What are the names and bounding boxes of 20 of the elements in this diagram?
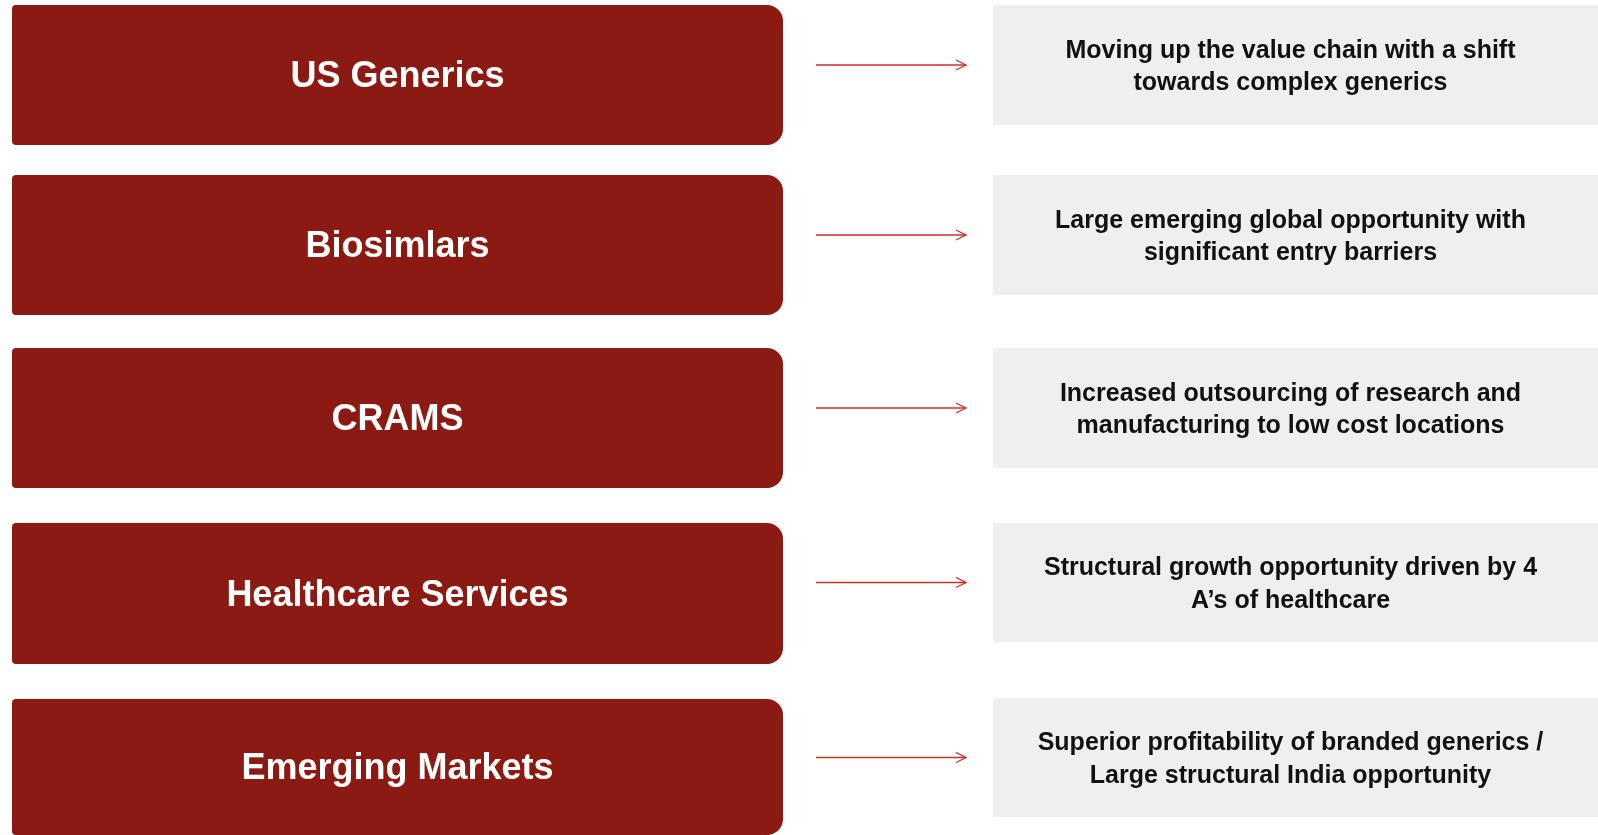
segment-title: CRAMS	[331, 397, 464, 439]
segment-title: Healthcare Services	[226, 572, 569, 615]
arrow	[815, 576, 967, 589]
arrow	[815, 59, 967, 71]
arrow	[815, 229, 967, 241]
description-text: Structural growth opportunity driven by 4 A’s of healthcare	[1042, 551, 1539, 615]
description-text: Moving up the value chain with a shift towards complex generics	[1064, 33, 1517, 97]
segment-title: Emerging Markets	[241, 746, 554, 788]
segment-box	[12, 699, 783, 835]
segment-title: Biosimlars	[305, 224, 490, 266]
arrow	[815, 402, 967, 414]
segment-title: US Generics	[290, 54, 505, 96]
segment-box	[12, 523, 783, 664]
segment-box	[12, 175, 783, 315]
arrow	[815, 751, 967, 764]
description-text: Superior profitability of branded generics / Large structural India opportunity	[1036, 726, 1545, 790]
segment-box	[12, 5, 783, 145]
segment-box	[12, 348, 783, 488]
description-text: Increased outsourcing of research and manufacturing to low cost locations	[1058, 376, 1523, 440]
description-text: Large emerging global opportunity with significant entry barriers	[1054, 203, 1527, 267]
